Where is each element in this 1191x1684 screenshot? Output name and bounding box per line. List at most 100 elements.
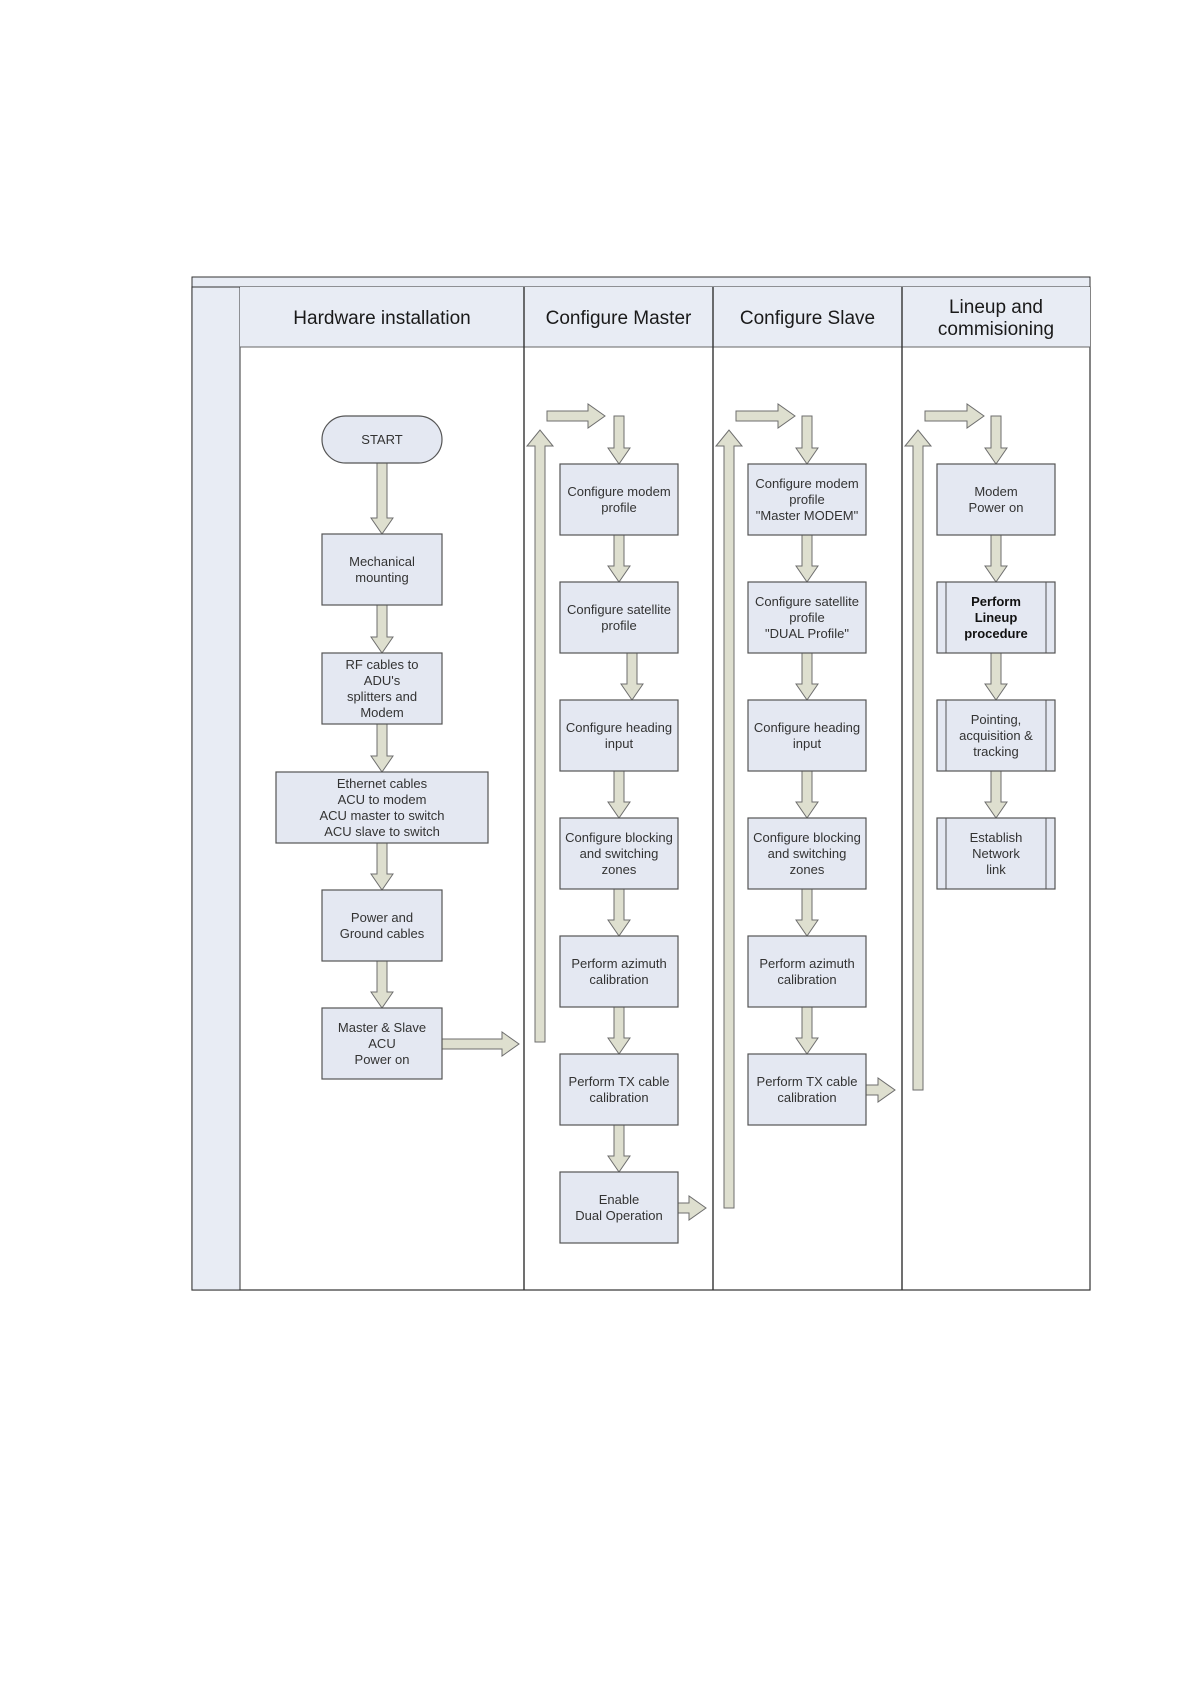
process-shape: [321, 533, 443, 606]
step-label: Power on: [969, 500, 1024, 515]
down-arrow: [370, 960, 394, 1009]
step-label: calibration: [777, 972, 836, 987]
step-label: Perform azimuth: [571, 956, 666, 971]
step-label: tracking: [973, 744, 1019, 759]
down-arrow: [795, 652, 819, 701]
step-label: Lineup: [975, 610, 1018, 625]
down-arrow: [984, 534, 1008, 583]
down-arrow: [620, 652, 644, 701]
step-label: Mechanical: [349, 554, 415, 569]
step-label: Network: [972, 846, 1020, 861]
step-label: input: [605, 736, 634, 751]
step-label: calibration: [589, 1090, 648, 1105]
process-shape: [559, 463, 679, 536]
right-arrow: [924, 403, 985, 429]
process-shape: [559, 935, 679, 1008]
right-arrow: [441, 1031, 520, 1057]
step-label: ACU: [368, 1036, 395, 1051]
down-arrow: [370, 842, 394, 891]
step-label: profile: [601, 618, 636, 633]
step-label: Configure satellite: [567, 602, 671, 617]
down-arrow: [795, 534, 819, 583]
process-shape: [747, 699, 867, 772]
step-label: profile: [789, 610, 824, 625]
step-label: Establish: [970, 830, 1023, 845]
flow-arrows: [370, 403, 1008, 1221]
down-arrow: [984, 770, 1008, 819]
process-shape: [936, 699, 1056, 772]
step-label: Modem: [360, 705, 403, 720]
step-label: ACU to modem: [338, 792, 427, 807]
step-label: procedure: [964, 626, 1028, 641]
step-label: Ground cables: [340, 926, 425, 941]
down-arrow: [607, 770, 631, 819]
step-label: zones: [790, 862, 825, 877]
right-arrow: [735, 403, 796, 429]
lane-title-slave: Configure Slave: [740, 308, 875, 329]
header-row: [240, 287, 1090, 347]
step-label: link: [986, 862, 1006, 877]
step-label: Master & Slave: [338, 1020, 426, 1035]
process-shape: [559, 1171, 679, 1244]
process-shape: [275, 771, 489, 844]
process-shape: [559, 581, 679, 654]
down-arrow: [795, 770, 819, 819]
step-label: Configure heading: [754, 720, 860, 735]
step-label: Configure modem: [567, 484, 670, 499]
process-shape: [747, 463, 867, 536]
return-up-arrow: [525, 429, 555, 1043]
lane-title-master: Configure Master: [546, 308, 692, 329]
step-label: and switching: [580, 846, 659, 861]
down-arrow: [370, 462, 394, 535]
step-label: profile: [601, 500, 636, 515]
step-label: Configure modem: [755, 476, 858, 491]
step-label: calibration: [589, 972, 648, 987]
step-label: Perform: [971, 594, 1021, 609]
step-label: Configure heading: [566, 720, 672, 735]
down-arrow: [607, 1124, 631, 1173]
step-label: "Master MODEM": [756, 508, 859, 523]
step-label: calibration: [777, 1090, 836, 1105]
step-label: Configure blocking: [753, 830, 861, 845]
step-label: acquisition &: [959, 728, 1033, 743]
step-label: ADU's: [364, 673, 401, 688]
step-start: START: [321, 415, 443, 464]
step-label: START: [361, 432, 402, 447]
process-shape: [747, 935, 867, 1008]
terminator-shape: [321, 415, 443, 464]
down-arrow: [607, 888, 631, 937]
process-shape: [559, 817, 679, 890]
step-label: Configure satellite: [755, 594, 859, 609]
process-shape: [559, 1053, 679, 1126]
process-shape: [936, 817, 1056, 890]
step-label: and switching: [768, 846, 847, 861]
right-arrow: [546, 403, 606, 429]
right-arrow: [677, 1195, 707, 1221]
down-arrow: [370, 723, 394, 773]
process-shape: [321, 1007, 443, 1080]
step-label: mounting: [355, 570, 408, 585]
step-label: Pointing,: [971, 712, 1022, 727]
step-label: splitters and: [347, 689, 417, 704]
process-shape: [321, 889, 443, 962]
step-label: Ethernet cables: [337, 776, 428, 791]
